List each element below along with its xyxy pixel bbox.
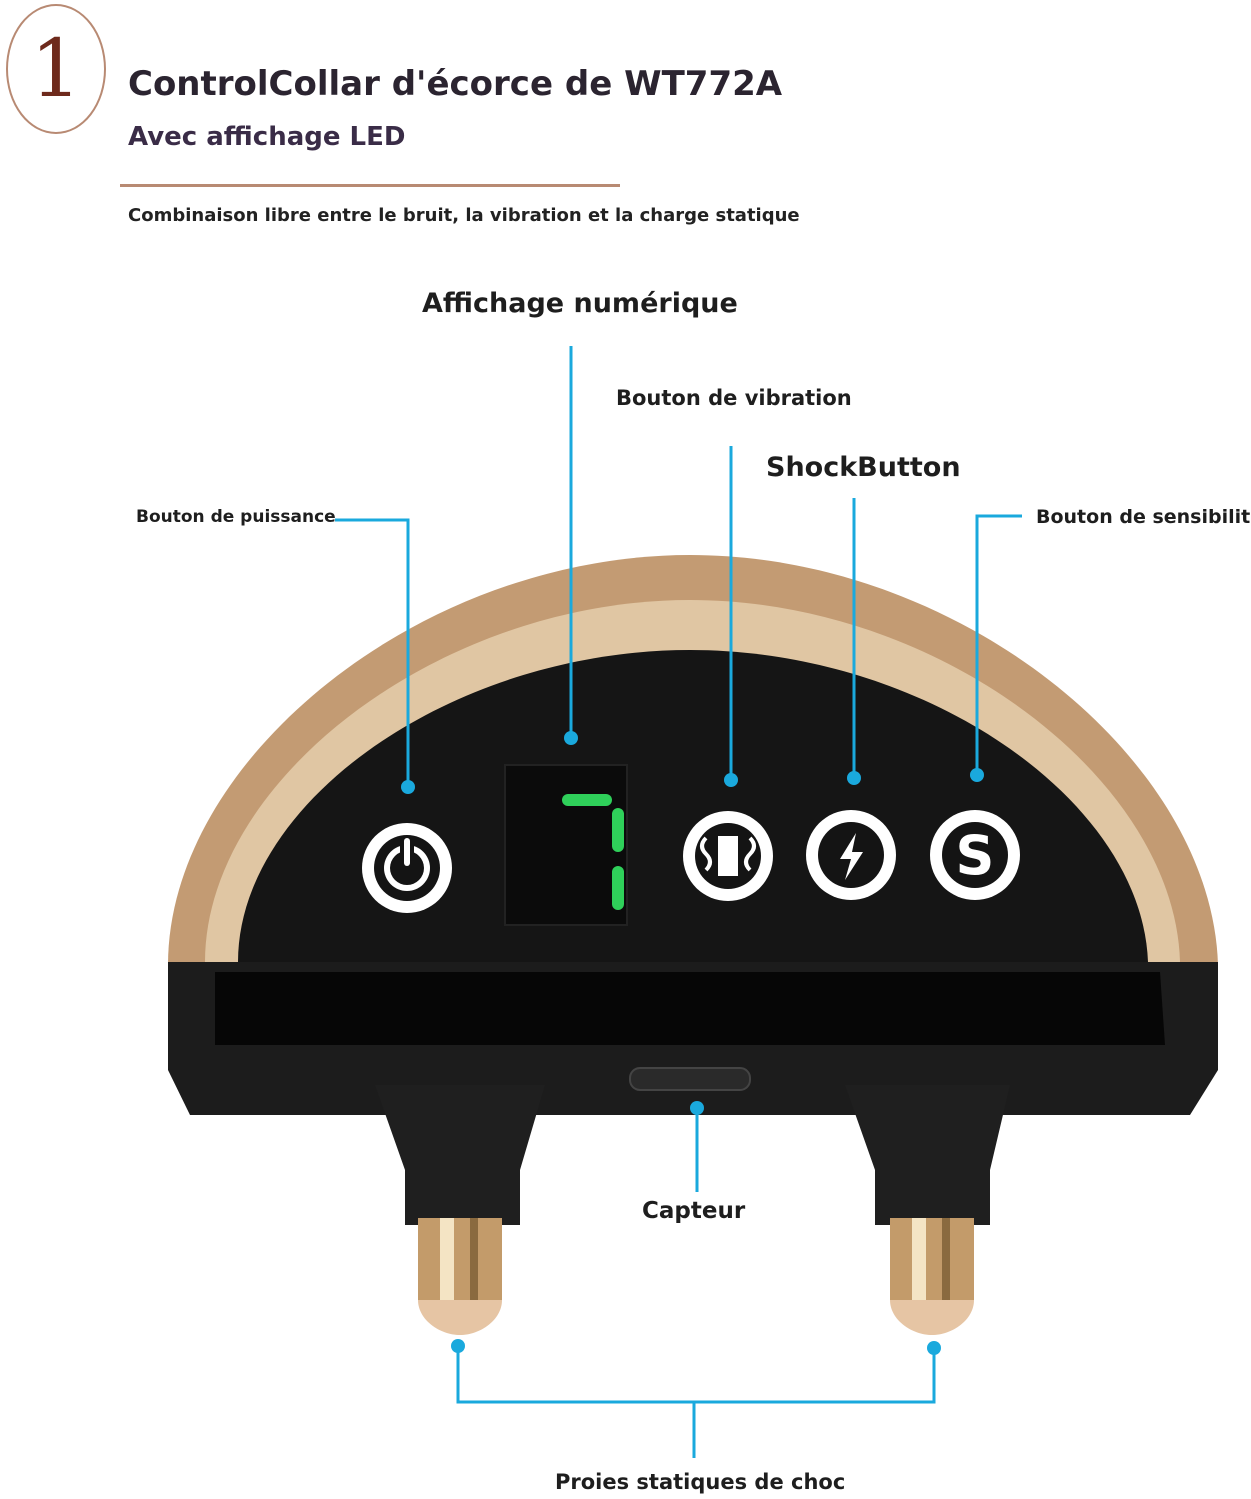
probe-right-tip (890, 1300, 974, 1335)
callout-dot-probe-right (927, 1341, 941, 1355)
label-sensitivity-button: Bouton de sensibilité (1036, 506, 1251, 528)
callout-dot-sensitivity (970, 768, 984, 782)
probe-post-right (845, 1085, 1010, 1225)
collar-face (238, 650, 1148, 962)
step-badge (6, 4, 106, 134)
label-digital-display: Affichage numérique (422, 288, 738, 319)
callout-dot-sensor (690, 1101, 704, 1115)
probe-post-left (375, 1085, 545, 1225)
callout-dot-power (401, 780, 415, 794)
led-segment-right-lower (612, 866, 624, 910)
callout-dot-vibration (724, 773, 738, 787)
sensor-slot (629, 1067, 751, 1091)
led-segment-top (562, 794, 612, 806)
power-button[interactable] (362, 823, 452, 913)
probe-right (890, 1218, 974, 1300)
product-description: Combinaison libre entre le bruit, la vib… (128, 205, 800, 226)
led-segment-right-upper (612, 808, 624, 852)
probe-right-shine-2 (942, 1218, 950, 1300)
product-title: ControlCollar d'écorce de WT772A (128, 64, 783, 104)
title-divider (120, 184, 620, 187)
label-shock-button: ShockButton (766, 452, 961, 483)
probe-left-shine-2 (470, 1218, 478, 1300)
vibration-button[interactable] (683, 811, 773, 901)
probe-right-shine (912, 1218, 926, 1300)
shock-button[interactable] (806, 810, 896, 900)
sensitivity-letter: S (956, 824, 995, 887)
label-static-probes: Proies statiques de choc (555, 1470, 846, 1494)
probe-left-shine (440, 1218, 454, 1300)
collar-band-shine (215, 972, 1165, 1045)
label-power-button: Bouton de puissance (136, 507, 336, 527)
callout-dot-display (564, 731, 578, 745)
callout-dot-shock (847, 771, 861, 785)
label-vibration-button: Bouton de vibration (616, 386, 852, 410)
sensitivity-button[interactable] (930, 810, 1020, 900)
label-sensor: Capteur (642, 1198, 746, 1224)
product-subtitle: Avec affichage LED (128, 122, 406, 152)
led-display (504, 764, 628, 926)
callout-line-probes (456, 1346, 936, 1458)
probe-left (418, 1218, 502, 1300)
callout-line-power (335, 518, 410, 787)
callout-line-sensitivity (975, 514, 1022, 775)
step-number: 1 (30, 22, 82, 115)
callout-dot-probe-left (451, 1339, 465, 1353)
probe-left-tip (418, 1300, 502, 1335)
